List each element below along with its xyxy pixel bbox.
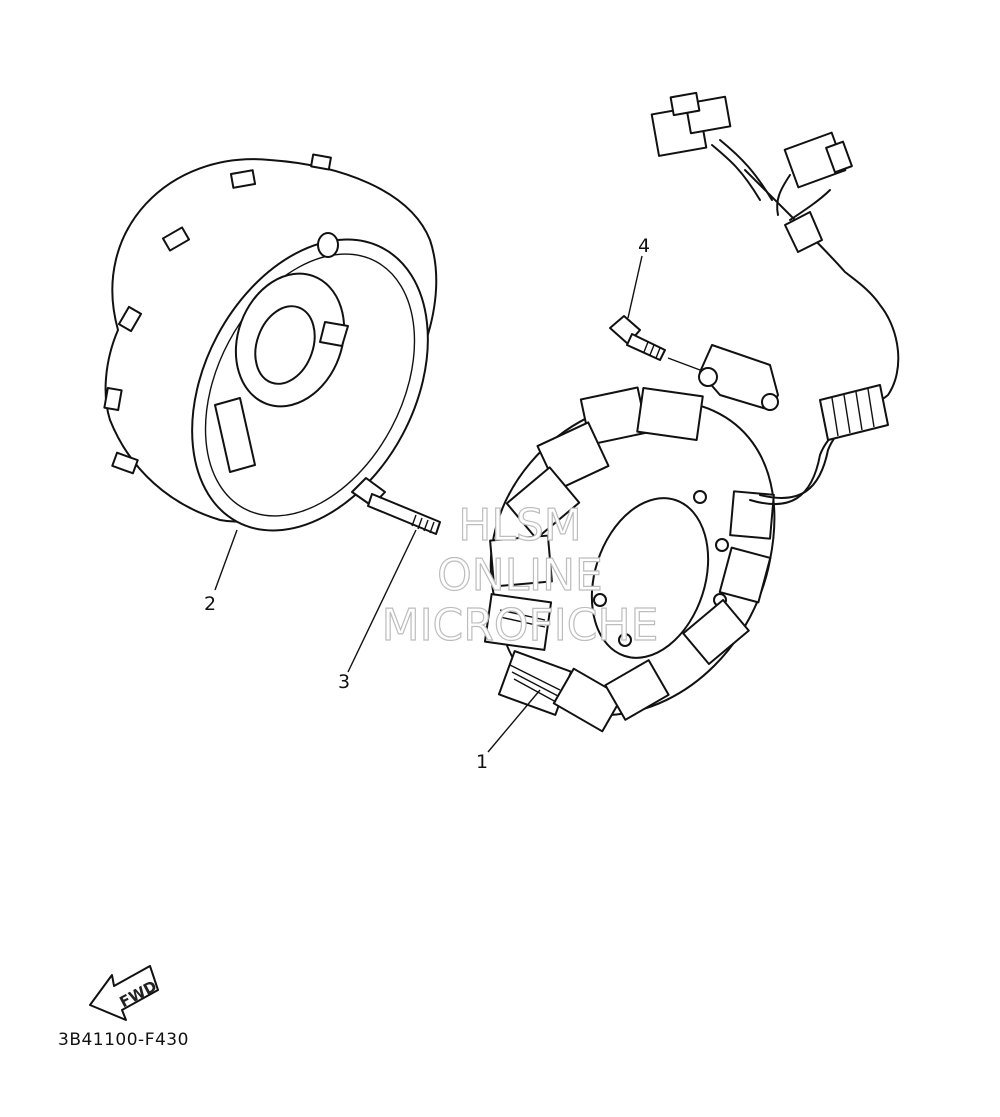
leader-line-4b [667,357,701,371]
leader-line-2 [214,529,238,591]
watermark-line-3: MICROFICHE [382,600,659,651]
leader-line-3 [347,529,417,673]
wire-harness [650,91,900,505]
callout-2: 2 [204,593,216,615]
diagram-code: 3B41100-F430 [58,1030,189,1050]
leader-line-4 [627,255,643,319]
watermark-line-2: ONLINE [437,550,603,601]
watermark-line-1: HLSM [458,500,582,551]
leader-line-1 [487,689,541,753]
callout-3: 3 [338,671,350,693]
stator-coil-assembly [483,344,779,733]
watermark: HLSM ONLINE MICROFICHE [381,499,659,651]
forward-direction-arrow-icon: FWD [89,965,160,1021]
stator-bolt [351,477,441,535]
pickup-screw [609,315,666,361]
callout-1: 1 [476,751,488,773]
flywheel-rotor [103,153,438,532]
callout-4: 4 [638,235,650,257]
